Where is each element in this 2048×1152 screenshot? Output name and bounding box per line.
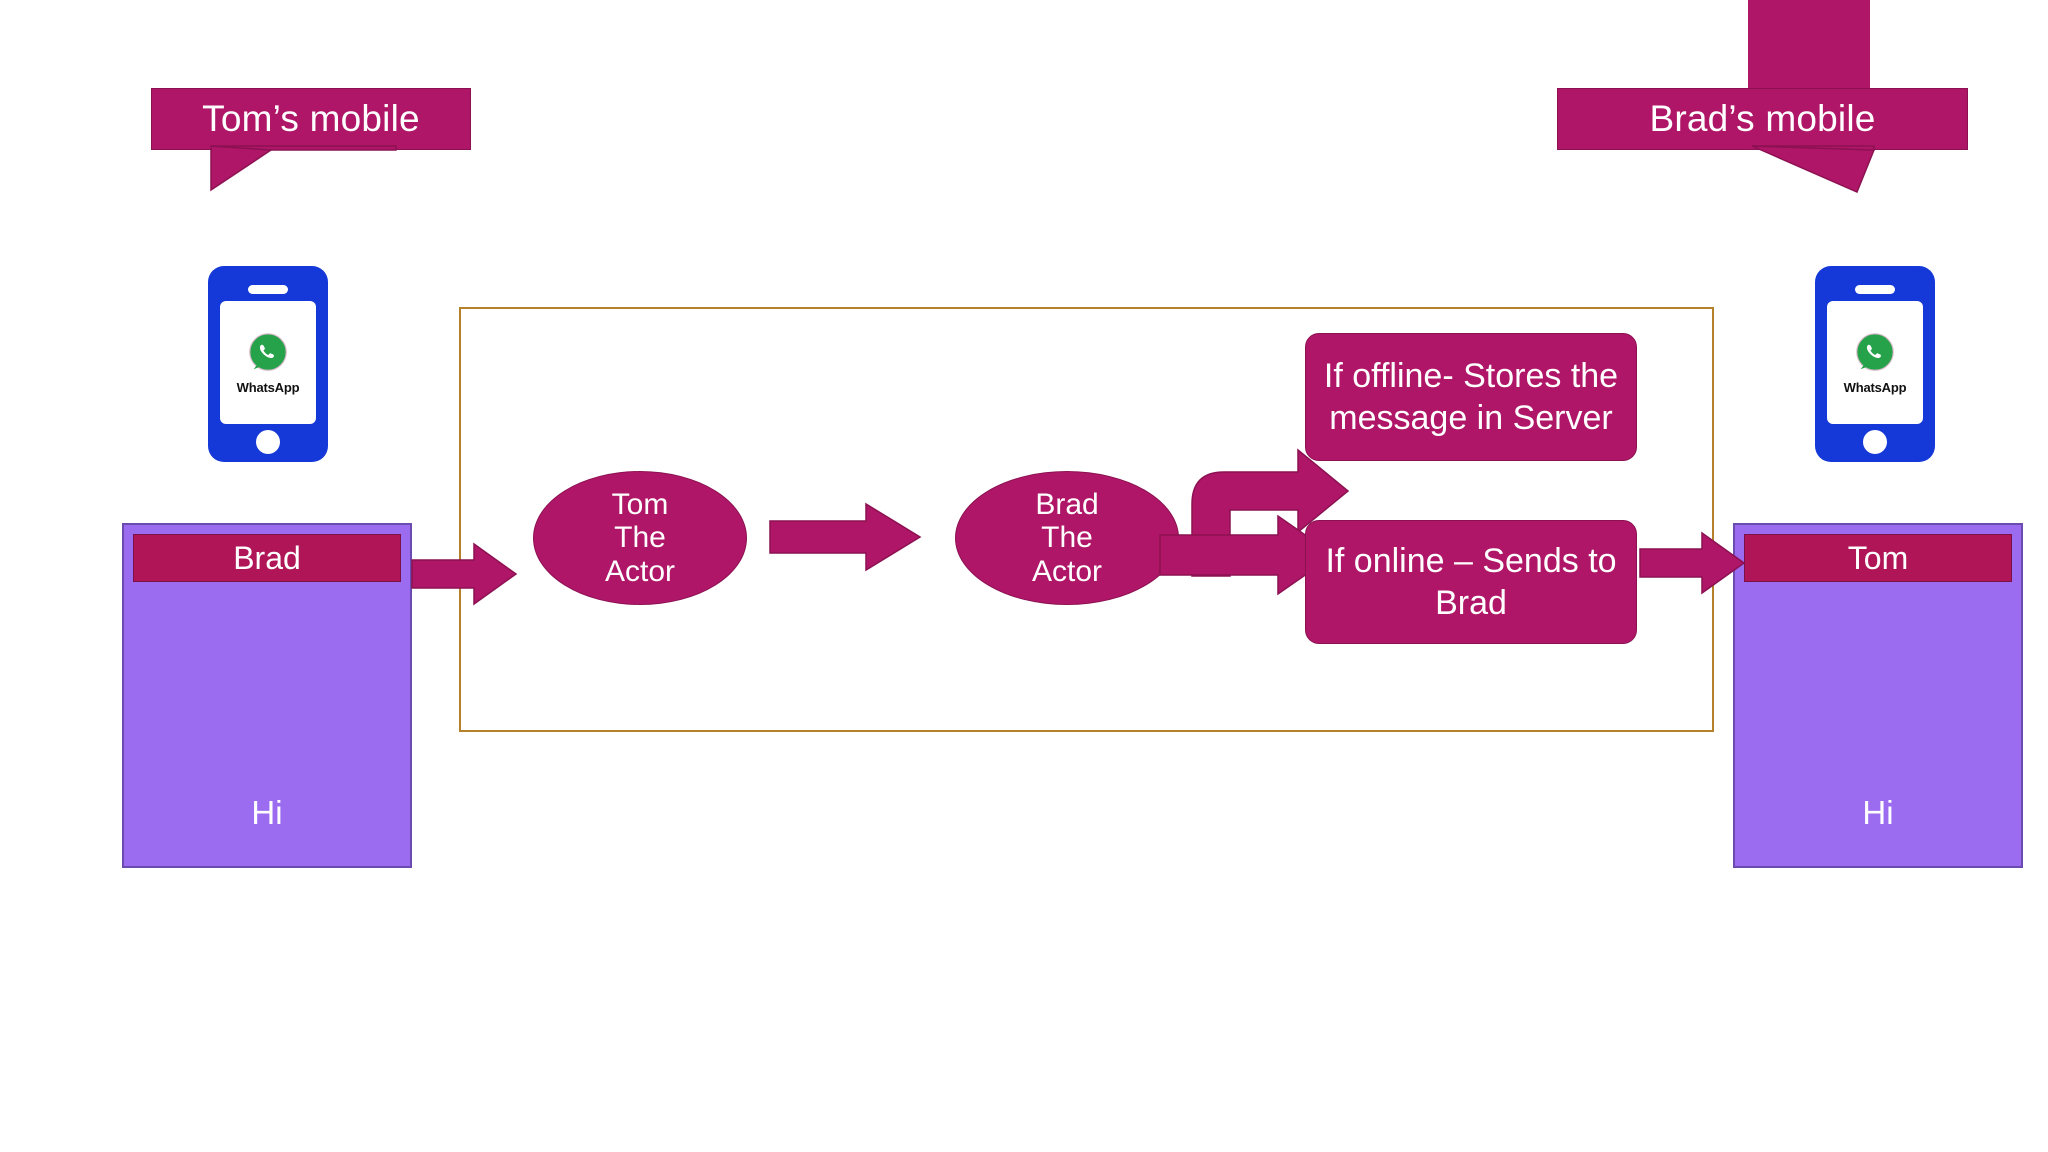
brad-actor-line2: The: [1041, 521, 1093, 555]
tom-actor-line3: Actor: [604, 554, 676, 588]
tom-phone-screen: WhatsApp: [220, 301, 316, 424]
callout-tail-tom: [210, 145, 397, 192]
arrow-chat-to-tom-actor: [411, 542, 518, 606]
brad-actor-line1: Brad: [1035, 487, 1099, 521]
brad-chat-contact-name: Tom: [1744, 534, 2012, 582]
brad-chat-message: Hi: [1862, 794, 1894, 831]
server-boundary-box: [459, 307, 1714, 732]
callout-brad-label: Brad’s mobile: [1649, 98, 1876, 139]
tom-actor-line1: Tom: [611, 487, 669, 521]
offline-box[interactable]: If offline- Stores the message in Server: [1305, 333, 1637, 461]
callout-brad-mobile: Brad’s mobile: [1557, 88, 1968, 193]
tom-phone-home-button[interactable]: [256, 430, 280, 454]
whatsapp-icon: [1856, 333, 1894, 371]
tom-phone-app-label: WhatsApp: [236, 380, 300, 395]
brad-chat-window[interactable]: Tom Hi: [1733, 523, 2023, 868]
tom-chat-message: Hi: [251, 794, 283, 831]
online-box[interactable]: If online – Sends to Brad: [1305, 520, 1637, 644]
callout-tom-label: Tom’s mobile: [202, 98, 420, 139]
arrow-tom-actor-to-brad-actor: [769, 502, 922, 572]
brad-actor-ellipse[interactable]: Brad The Actor: [955, 471, 1179, 605]
tom-chat-contact-name: Brad: [133, 534, 401, 582]
brad-actor-line3: Actor: [1031, 554, 1103, 588]
online-box-text: If online – Sends to Brad: [1325, 541, 1617, 622]
brad-phone-home-button[interactable]: [1863, 430, 1887, 454]
tom-actor-line2: The: [614, 521, 666, 555]
arrow-online-box-to-brad-chat: [1639, 531, 1746, 595]
brad-phone-speaker-icon: [1855, 285, 1895, 294]
brad-phone-app-label: WhatsApp: [1843, 380, 1907, 395]
tom-actor-ellipse[interactable]: Tom The Actor: [533, 471, 747, 605]
brad-phone-screen: WhatsApp: [1827, 301, 1923, 424]
tom-phone-speaker-icon: [248, 285, 288, 294]
callout-tail-brad: [1751, 145, 1876, 193]
whatsapp-icon: [249, 333, 287, 371]
offline-box-text: If offline- Stores the message in Server: [1323, 356, 1619, 437]
brad-phone[interactable]: WhatsApp: [1815, 266, 1935, 462]
arrow-brad-actor-to-offline-box: [1191, 448, 1350, 577]
tom-chat-window[interactable]: Brad Hi: [122, 523, 412, 868]
tom-phone[interactable]: WhatsApp: [208, 266, 328, 462]
callout-tom-mobile: Tom’s mobile: [151, 88, 471, 192]
